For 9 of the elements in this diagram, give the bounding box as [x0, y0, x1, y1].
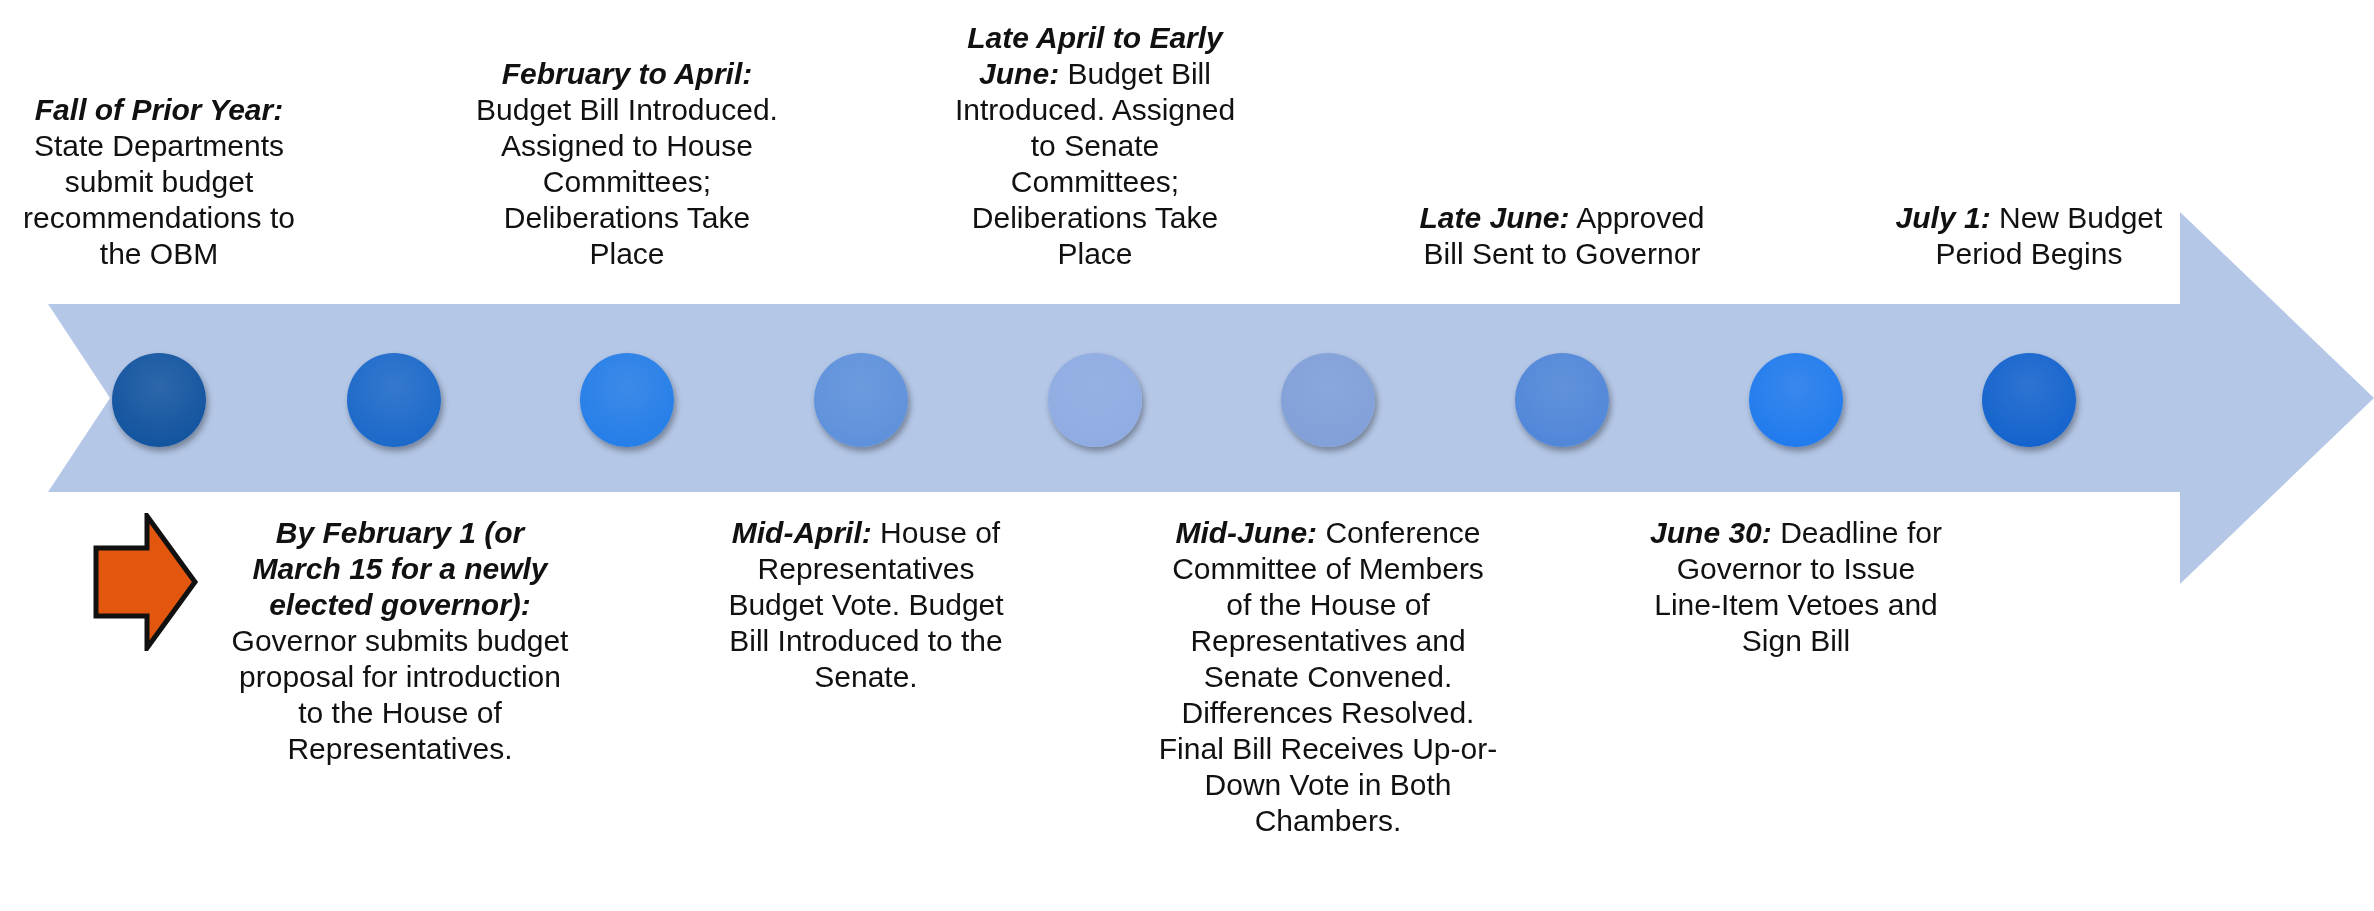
- timeline-text: Mid-June: Conference Committee of Members of the House of Representatives and Senate Convened. Differences Resolved. Final Bill Receives Up-or-Down Vote in Both Chambers.: [1158, 515, 1498, 839]
- timeline-text: By February 1 (or March 15 for a newly elected governor): Governor submits budget proposal for introduction to the House of Representatives.: [230, 515, 570, 767]
- timeline-text: Mid-April: House of Representatives Budget Vote. Budget Bill Introduced to the Senate.: [727, 515, 1005, 695]
- timeline-text: Late April to Early June: Budget Bill Introduced. Assigned to Senate Committees; Deliberations Take Place: [953, 20, 1237, 272]
- timeline-text: July 1: New Budget Period Begins: [1894, 200, 2164, 272]
- timeline-text: Late June: Approved Bill Sent to Governor: [1418, 200, 1706, 272]
- timeline-text: February to April: Budget Bill Introduced. Assigned to House Committees; Deliberations Take Place: [475, 56, 779, 272]
- timeline-text: Fall of Prior Year: State Departments submit budget recommendations to the OBM: [22, 92, 296, 272]
- timeline-text: June 30: Deadline for Governor to Issue Line-Item Vetoes and Sign Bill: [1649, 515, 1943, 659]
